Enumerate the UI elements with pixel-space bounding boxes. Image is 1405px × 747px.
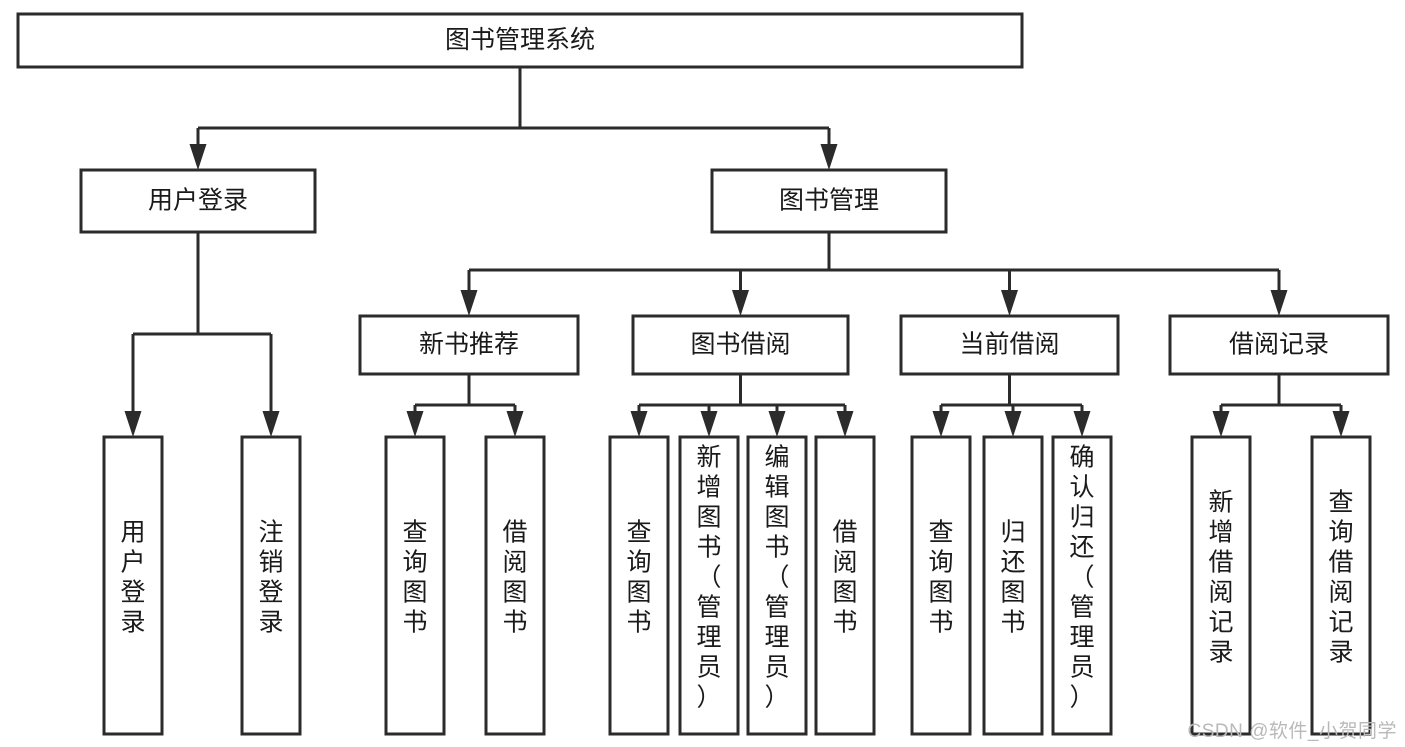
connector-group-user_login xyxy=(124,232,280,437)
node-layer: 图书管理系统用户登录图书管理新书推荐图书借阅当前借阅借阅记录用户登录注销登录查询… xyxy=(16,12,1390,736)
node-box[interactable] xyxy=(384,435,446,736)
arrow-head-icon xyxy=(932,411,950,437)
node-label: 编辑图书（管理员） xyxy=(764,444,789,712)
arrow-head-icon xyxy=(836,411,854,437)
node-label: 新增借阅记录 xyxy=(1208,489,1233,667)
node-borrow-record[interactable]: 借阅记录 xyxy=(1168,314,1390,376)
node-box[interactable] xyxy=(608,435,670,736)
node-user-login[interactable]: 用户登录 xyxy=(79,168,317,234)
node-new-book-rec[interactable]: 新书推荐 xyxy=(358,314,580,376)
connector-group-root xyxy=(189,67,838,170)
arrow-head-icon xyxy=(732,290,749,316)
node-root[interactable]: 图书管理系统 xyxy=(16,12,1024,69)
node-label: 查询借阅记录 xyxy=(1328,489,1353,667)
node-label: 查询图书 xyxy=(928,519,953,637)
node-box[interactable] xyxy=(814,435,876,736)
arrow-head-icon xyxy=(1073,411,1091,437)
connector-group-book_borrow xyxy=(630,374,854,437)
arrow-head-icon xyxy=(406,411,424,437)
node-leaf-return-book[interactable]: 归还图书 xyxy=(982,435,1044,736)
node-label: 用户登录 xyxy=(148,187,248,215)
node-label: 借阅记录 xyxy=(1229,331,1329,359)
node-book-borrow[interactable]: 图书借阅 xyxy=(631,314,850,376)
node-label: 用户登录 xyxy=(120,519,145,637)
node-box[interactable] xyxy=(910,435,972,736)
node-box[interactable] xyxy=(710,168,948,234)
node-leaf-confirm-return[interactable]: 确认归还（管理员） xyxy=(1051,435,1113,736)
node-box[interactable] xyxy=(79,168,317,234)
node-label: 图书管理系统 xyxy=(445,26,595,54)
arrow-head-icon xyxy=(820,144,838,170)
node-box[interactable] xyxy=(1051,435,1113,736)
node-box[interactable] xyxy=(1168,314,1390,376)
node-box[interactable] xyxy=(899,314,1120,376)
node-box[interactable] xyxy=(982,435,1044,736)
arrow-head-icon xyxy=(506,411,524,437)
node-book-manage[interactable]: 图书管理 xyxy=(710,168,948,234)
arrow-head-icon xyxy=(1004,411,1022,437)
node-leaf-borrow-book-2[interactable]: 借阅图书 xyxy=(814,435,876,736)
node-label: 查询图书 xyxy=(402,519,427,637)
node-box[interactable] xyxy=(678,435,740,736)
node-box[interactable] xyxy=(746,435,808,736)
node-box[interactable] xyxy=(1310,435,1372,736)
node-leaf-logout[interactable]: 注销登录 xyxy=(240,435,302,736)
node-leaf-user-login[interactable]: 用户登录 xyxy=(102,435,164,736)
node-label: 当前借阅 xyxy=(959,331,1059,359)
node-leaf-edit-book[interactable]: 编辑图书（管理员） xyxy=(746,435,808,736)
node-label: 归还图书 xyxy=(1000,519,1025,637)
arrow-head-icon xyxy=(630,411,648,437)
node-box[interactable] xyxy=(484,435,546,736)
connector-group-borrow_record xyxy=(1212,374,1350,437)
arrow-head-icon xyxy=(768,411,786,437)
node-leaf-add-book[interactable]: 新增图书（管理员） xyxy=(678,435,740,736)
node-label: 查询图书 xyxy=(626,519,651,637)
arrow-head-icon xyxy=(1212,411,1230,437)
node-box[interactable] xyxy=(358,314,580,376)
arrow-head-icon xyxy=(1270,290,1288,316)
node-leaf-query-record[interactable]: 查询借阅记录 xyxy=(1310,435,1372,736)
node-box[interactable] xyxy=(102,435,164,736)
node-box[interactable] xyxy=(1190,435,1252,736)
node-label: 借阅图书 xyxy=(832,519,857,637)
arrow-head-icon xyxy=(1332,411,1350,437)
node-box[interactable] xyxy=(631,314,850,376)
arrow-head-icon xyxy=(700,411,718,437)
node-label: 图书借阅 xyxy=(690,331,790,359)
node-leaf-add-record[interactable]: 新增借阅记录 xyxy=(1190,435,1252,736)
arrow-head-icon xyxy=(262,411,280,437)
node-leaf-query-book-3[interactable]: 查询图书 xyxy=(910,435,972,736)
node-box[interactable] xyxy=(240,435,302,736)
arrow-head-icon xyxy=(460,290,478,316)
node-label: 图书管理 xyxy=(779,187,879,215)
node-label: 新增图书（管理员） xyxy=(696,444,721,712)
node-leaf-query-book-1[interactable]: 查询图书 xyxy=(384,435,446,736)
node-label: 借阅图书 xyxy=(502,519,527,637)
node-box[interactable] xyxy=(16,12,1024,69)
connector-group-current_borrow xyxy=(932,374,1091,437)
arrow-head-icon xyxy=(1001,290,1018,316)
node-label: 新书推荐 xyxy=(419,331,519,359)
connector-layer xyxy=(124,67,1350,437)
connector-group-book_manage xyxy=(460,232,1288,316)
node-leaf-query-book-2[interactable]: 查询图书 xyxy=(608,435,670,736)
arrow-head-icon xyxy=(124,411,142,437)
node-label: 注销登录 xyxy=(258,519,283,637)
node-leaf-borrow-book-1[interactable]: 借阅图书 xyxy=(484,435,546,736)
arrow-head-icon xyxy=(189,144,207,170)
connector-group-new_book_rec xyxy=(406,374,524,437)
node-current-borrow[interactable]: 当前借阅 xyxy=(899,314,1120,376)
node-label: 确认归还（管理员） xyxy=(1069,444,1094,712)
